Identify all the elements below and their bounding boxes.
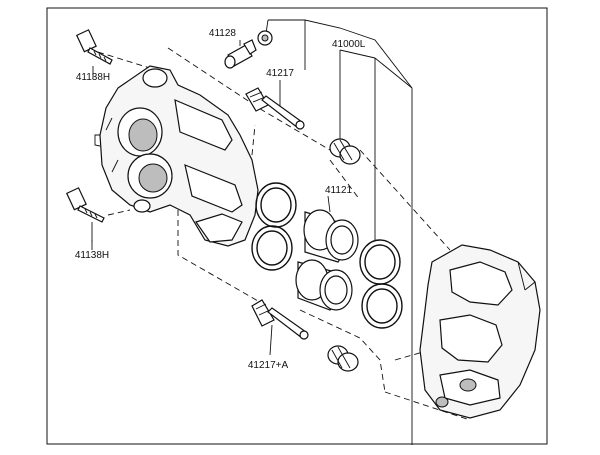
label-41217A: 41217+A: [248, 360, 289, 371]
label-41217: 41217: [266, 68, 294, 79]
bleeder-screw-41128: [224, 39, 257, 69]
bolt-41138H-bottom: [65, 187, 105, 242]
piston-seal-right-upper: [359, 239, 401, 285]
label-41138H-top: 41138H: [76, 72, 110, 83]
caliper-bracket: [419, 244, 541, 419]
guide-pin-41217-top: [245, 80, 305, 130]
piston-seal-left-lower: [251, 225, 293, 271]
leader-41121: [327, 195, 331, 213]
piston-lower: [295, 259, 353, 311]
alignment-dashed-lines: [97, 47, 471, 421]
caliper-body: [94, 65, 259, 247]
pin-boot-bottom: [327, 345, 359, 372]
assembly-bracket-41000L: [264, 19, 413, 445]
bolt-41138H-top: [75, 29, 113, 78]
piston-seal-left-upper: [255, 182, 297, 228]
bleeder-cap: [257, 30, 273, 46]
label-41121: 41121: [325, 185, 353, 196]
diagram-frame: [46, 7, 548, 445]
piston-seal-right-lower: [361, 283, 403, 329]
piston-upper: [303, 209, 359, 263]
label-41128: 41128: [209, 28, 237, 39]
label-41138H-bottom: 41138H: [75, 250, 109, 261]
label-41000L: 41000L: [332, 39, 366, 50]
pin-boot-top: [329, 138, 361, 165]
guide-pin-41217A-bottom: [251, 299, 309, 356]
